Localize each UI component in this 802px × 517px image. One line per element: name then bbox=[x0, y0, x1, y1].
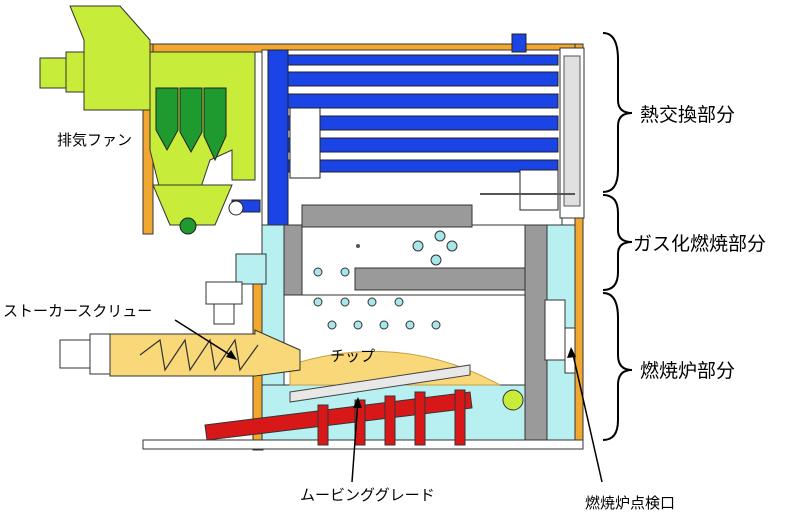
section-braces bbox=[602, 32, 633, 441]
label-gasification-section: ガス化燃焼部分 bbox=[633, 233, 766, 255]
label-inspection-port: 燃焼炉点検口 bbox=[585, 494, 675, 512]
heat-exchanger bbox=[261, 33, 585, 226]
stoker-screw bbox=[59, 253, 301, 377]
label-exhaust-fan: 排気ファン bbox=[57, 131, 132, 149]
exhaust-fan-assembly bbox=[39, 5, 261, 235]
label-chips: チップ bbox=[330, 347, 375, 365]
label-stoker-screw: ストーカースクリュー bbox=[3, 302, 152, 320]
cyclone-separators bbox=[155, 87, 227, 162]
pointer-lines bbox=[174, 319, 603, 483]
label-heat-exchange-section: 熱交換部分 bbox=[640, 104, 735, 126]
label-moving-grate: ムービンググレード bbox=[300, 486, 435, 504]
label-furnace-section: 燃焼炉部分 bbox=[640, 360, 735, 382]
moving-grate bbox=[204, 364, 473, 446]
